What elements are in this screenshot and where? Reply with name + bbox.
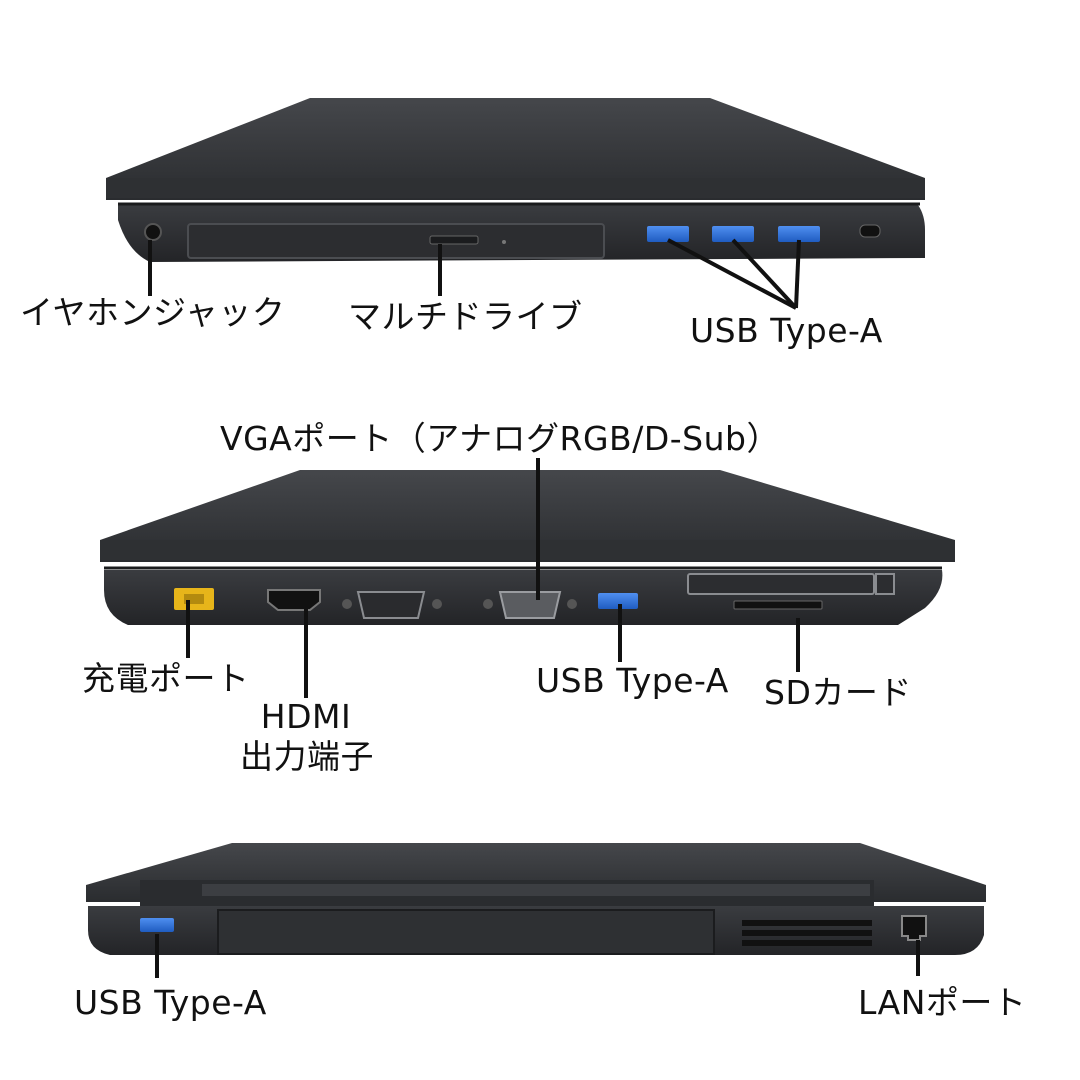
usb-port bbox=[778, 226, 820, 242]
lan-port-label: LANポート bbox=[858, 983, 1027, 1022]
hdmi-label-line1: HDMI bbox=[260, 697, 352, 736]
hdmi-port bbox=[267, 589, 321, 611]
left-side-view bbox=[100, 458, 955, 698]
lan-port bbox=[901, 915, 927, 941]
serial-port bbox=[356, 591, 426, 619]
multi-drive-label: マルチドライブ bbox=[348, 297, 583, 336]
laptop-lid bbox=[100, 470, 955, 562]
vga-port-label: VGAポート（アナログRGB/D-Sub） bbox=[220, 419, 780, 458]
cooling-vent bbox=[742, 920, 872, 946]
usb-label: USB Type-A bbox=[690, 311, 883, 350]
charge-port-label: 充電ポート bbox=[82, 659, 250, 698]
hdmi-label-line2: 出力端子 bbox=[240, 737, 374, 776]
rear-view bbox=[86, 843, 986, 978]
leader-line bbox=[667, 238, 797, 310]
right-side-view bbox=[106, 98, 925, 310]
expresscard-slot bbox=[687, 573, 875, 595]
sd-card-slot bbox=[733, 600, 823, 610]
usb-port bbox=[647, 226, 689, 242]
headphone-jack-port bbox=[144, 223, 162, 241]
usb-port bbox=[598, 593, 638, 609]
headphone-jack-label: イヤホンジャック bbox=[20, 293, 286, 332]
security-lock-slot bbox=[859, 224, 881, 238]
usb-port bbox=[140, 918, 174, 932]
usb-label: USB Type-A bbox=[536, 661, 729, 700]
battery-pack bbox=[217, 909, 715, 955]
laptop-lid bbox=[106, 98, 925, 200]
leader-line bbox=[731, 238, 798, 310]
leader-line bbox=[794, 239, 801, 309]
usb-port bbox=[712, 226, 754, 242]
optical-drive-tray bbox=[187, 223, 605, 259]
usb-label: USB Type-A bbox=[74, 983, 267, 1022]
eject-button bbox=[429, 235, 479, 245]
vga-port bbox=[498, 591, 562, 619]
sd-card-label: SDカード bbox=[764, 673, 912, 712]
